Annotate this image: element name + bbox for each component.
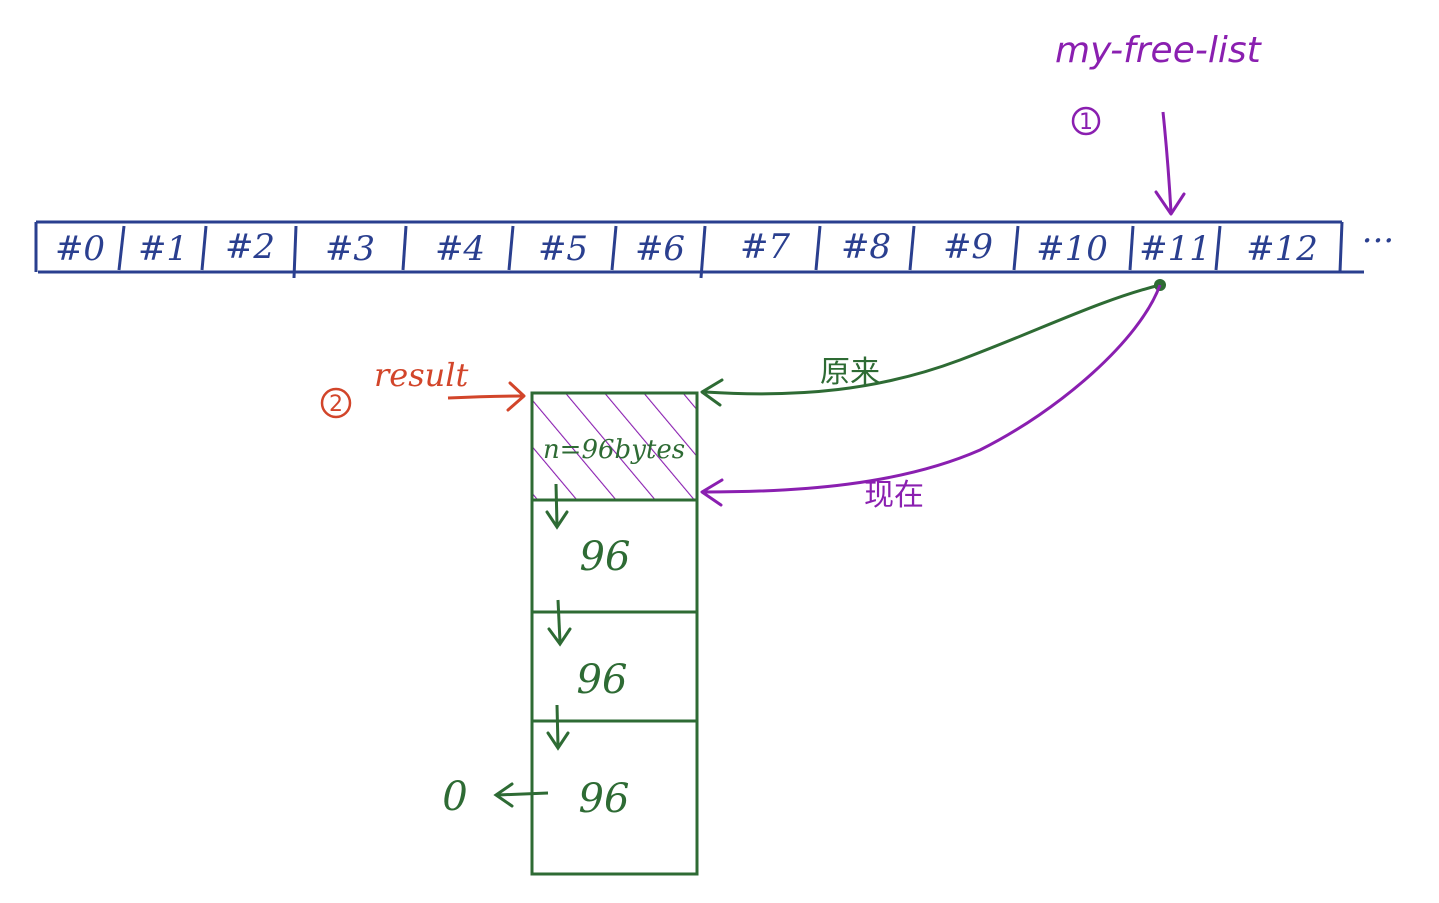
- cell-divider: [117, 225, 126, 271]
- step-1-circle: [1071, 106, 1101, 136]
- free-list-arrow-shaft: [1161, 111, 1173, 213]
- array-cell-8: #8: [841, 227, 891, 267]
- cell-divider: [1012, 225, 1020, 271]
- allocated-block-label: n=96bytes: [543, 435, 685, 465]
- free-list-array: #0 #1 #2 #3 #4 #5 #6 #7 #8 #9 #10 #11 #1…: [34, 220, 1394, 279]
- array-cell-6: #6: [635, 229, 685, 269]
- allocated-block-hatch: [532, 393, 697, 500]
- original-pointer-curve: [704, 283, 1161, 396]
- block-4-value: 96: [579, 776, 630, 822]
- step-1-number: 1: [1079, 110, 1093, 135]
- next-pointer-arrow: [556, 599, 562, 643]
- current-pointer-curve: [704, 284, 1162, 494]
- array-cell-0: #0: [55, 229, 105, 269]
- cell-divider: [401, 225, 408, 271]
- cell-divider: [292, 225, 298, 279]
- array-cell-3: #3: [325, 229, 375, 269]
- free-list-pointer: my-free-list 1: [1055, 30, 1263, 216]
- block-3-value: 96: [577, 657, 628, 703]
- memory-blocks: n=96bytes 96 96 96 0: [442, 391, 699, 876]
- array-cell-4: #4: [435, 229, 485, 269]
- array-cell-12: #12: [1246, 229, 1318, 269]
- current-pointer-arrowhead: [700, 478, 724, 507]
- original-pointer-arrowhead: [700, 378, 724, 407]
- array-cell-1: #1: [138, 229, 188, 269]
- null-pointer-arrow: [497, 791, 549, 797]
- array-cell-9: #9: [943, 227, 993, 267]
- result-pointer: 2 result: [320, 356, 526, 419]
- next-pointer-arrowhead: [545, 510, 569, 530]
- result-arrow-head: [506, 381, 526, 412]
- current-label: 现在: [864, 478, 924, 513]
- step-2-circle: [320, 387, 352, 419]
- free-list-label: my-free-list: [1055, 30, 1263, 71]
- cell-divider: [610, 225, 618, 271]
- cell-divider: [1128, 225, 1135, 271]
- result-label: result: [374, 356, 469, 394]
- null-pointer-arrowhead: [493, 782, 514, 808]
- array-cell-5: #5: [538, 229, 588, 269]
- step-2-number: 2: [329, 392, 343, 417]
- result-arrow-shaft: [447, 394, 523, 400]
- original-pointer: 原来: [700, 279, 1166, 407]
- next-pointer-arrow: [555, 704, 560, 747]
- block-2-value: 96: [580, 534, 631, 580]
- blocks-outline: [530, 391, 699, 876]
- next-pointer-arrowhead: [547, 627, 572, 647]
- free-list-arrow-head: [1154, 190, 1186, 216]
- cell-divider: [1214, 225, 1222, 271]
- array-cell-2: #2: [225, 227, 275, 267]
- cell-divider: [814, 225, 822, 271]
- current-pointer: 现在: [700, 284, 1162, 513]
- cell-divider: [908, 225, 916, 271]
- cell-divider: [507, 225, 515, 271]
- next-pointer-arrow: [554, 483, 559, 526]
- array-ellipsis: ···: [1362, 221, 1394, 261]
- next-pointer-arrowhead: [546, 731, 570, 751]
- cell-divider: [200, 225, 208, 271]
- array-cell-11: #11: [1139, 229, 1211, 269]
- cell-divider: [699, 225, 707, 279]
- original-label: 原来: [820, 355, 880, 390]
- array-right-edge: [1338, 221, 1344, 273]
- array-cell-7: #7: [740, 227, 790, 267]
- array-cell-10: #10: [1036, 229, 1108, 269]
- null-value: 0: [442, 774, 467, 820]
